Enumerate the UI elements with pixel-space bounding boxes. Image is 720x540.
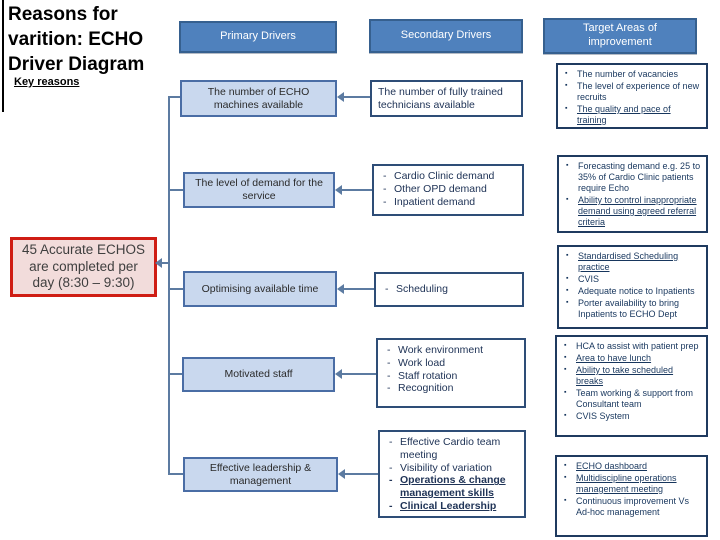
list-item: The level of experience of new recruits xyxy=(562,81,701,103)
arrow-left-icon xyxy=(155,258,162,268)
connector-stub xyxy=(170,473,183,475)
list-item: Scheduling xyxy=(382,283,448,296)
connector-stub xyxy=(170,288,183,290)
list-item: Cardio Clinic demand xyxy=(380,170,516,183)
left-edge-line xyxy=(2,0,4,112)
arrow-left-icon xyxy=(335,369,342,379)
target-box-1: The number of vacancies The level of exp… xyxy=(556,63,708,129)
primary-driver-box-2: The level of demand for the service xyxy=(183,172,335,208)
target-box-4: HCA to assist with patient prep Area to … xyxy=(555,335,708,437)
secondary-driver-box-2: Cardio Clinic demand Other OPD demand In… xyxy=(372,164,524,216)
list-item: The quality and pace of training xyxy=(562,104,701,126)
connector-row-line xyxy=(343,288,374,290)
list-item: Operations & change management skills xyxy=(386,474,518,500)
list-item: Staff rotation xyxy=(384,370,518,383)
list-item: Effective Cardio team meeting xyxy=(386,436,518,462)
primary-driver-box-4: Motivated staff xyxy=(182,357,335,392)
secondary-drivers-header: Secondary Drivers xyxy=(369,19,523,53)
list-item: Recognition xyxy=(384,382,518,395)
list-item: CVIS xyxy=(563,274,701,285)
list-item: The number of vacancies xyxy=(562,69,701,80)
list-item: ECHO dashboard xyxy=(561,461,701,472)
connector-goal-line xyxy=(161,262,168,264)
list-item: Area to have lunch xyxy=(561,353,701,364)
primary-driver-box-5: Effective leadership & management xyxy=(183,457,338,492)
list-item: Adequate notice to Inpatients xyxy=(563,286,701,297)
secondary-driver-box-3: Scheduling xyxy=(374,272,524,307)
list-item: Ability to control inappropriate demand … xyxy=(563,195,701,228)
secondary-driver-box-1: The number of fully trained technicians … xyxy=(370,80,523,117)
list-item: Visibility of variation xyxy=(386,462,518,475)
arrow-left-icon xyxy=(337,284,344,294)
connector-row-line xyxy=(344,473,378,475)
secondary-text: The number of fully trained technicians … xyxy=(378,86,503,111)
list-item: Continuous improvement Vs Ad-hoc managem… xyxy=(561,496,701,518)
key-reasons-label: Key reasons xyxy=(14,76,80,88)
list-item: Clinical Leadership xyxy=(386,500,518,513)
page-title: Reasons for varition: ECHO Driver Diagra… xyxy=(8,4,145,76)
primary-driver-box-3: Optimising available time xyxy=(183,271,337,307)
target-areas-header: Target Areas of improvement xyxy=(543,18,697,54)
connector-row-line xyxy=(343,96,370,98)
list-item: Work load xyxy=(384,357,518,370)
goal-box: 45 Accurate ECHOS are completed per day … xyxy=(10,237,157,297)
target-box-3: Standardised Scheduling practice CVIS Ad… xyxy=(557,245,708,329)
list-item: Ability to take scheduled breaks xyxy=(561,365,701,387)
secondary-driver-box-4: Work environment Work load Staff rotatio… xyxy=(376,338,526,408)
list-item: Team working & support from Consultant t… xyxy=(561,388,701,410)
list-item: Porter availability to bring Inpatients … xyxy=(563,298,701,320)
list-item: Inpatient demand xyxy=(380,196,516,209)
primary-drivers-header: Primary Drivers xyxy=(179,21,337,53)
connector-row-line xyxy=(341,189,372,191)
connector-stub xyxy=(170,189,183,191)
connector-trunk xyxy=(168,96,170,475)
arrow-left-icon xyxy=(335,185,342,195)
connector-stub xyxy=(170,373,182,375)
list-item: HCA to assist with patient prep xyxy=(561,341,701,352)
primary-driver-box-1: The number of ECHO machines available xyxy=(180,80,337,117)
list-item: Forecasting demand e.g. 25 to 35% of Car… xyxy=(563,161,701,194)
list-item: CVIS System xyxy=(561,411,701,422)
list-item: Work environment xyxy=(384,344,518,357)
secondary-driver-box-5: Effective Cardio team meeting Visibility… xyxy=(378,430,526,518)
arrow-left-icon xyxy=(337,92,344,102)
target-box-5: ECHO dashboard Multidiscipline operation… xyxy=(555,455,708,537)
list-item: Standardised Scheduling practice xyxy=(563,251,701,273)
arrow-left-icon xyxy=(338,469,345,479)
target-box-2: Forecasting demand e.g. 25 to 35% of Car… xyxy=(557,155,708,233)
list-item: Multidiscipline operations management me… xyxy=(561,473,701,495)
connector-row-line xyxy=(341,373,376,375)
list-item: Other OPD demand xyxy=(380,183,516,196)
connector-stub xyxy=(170,96,180,98)
